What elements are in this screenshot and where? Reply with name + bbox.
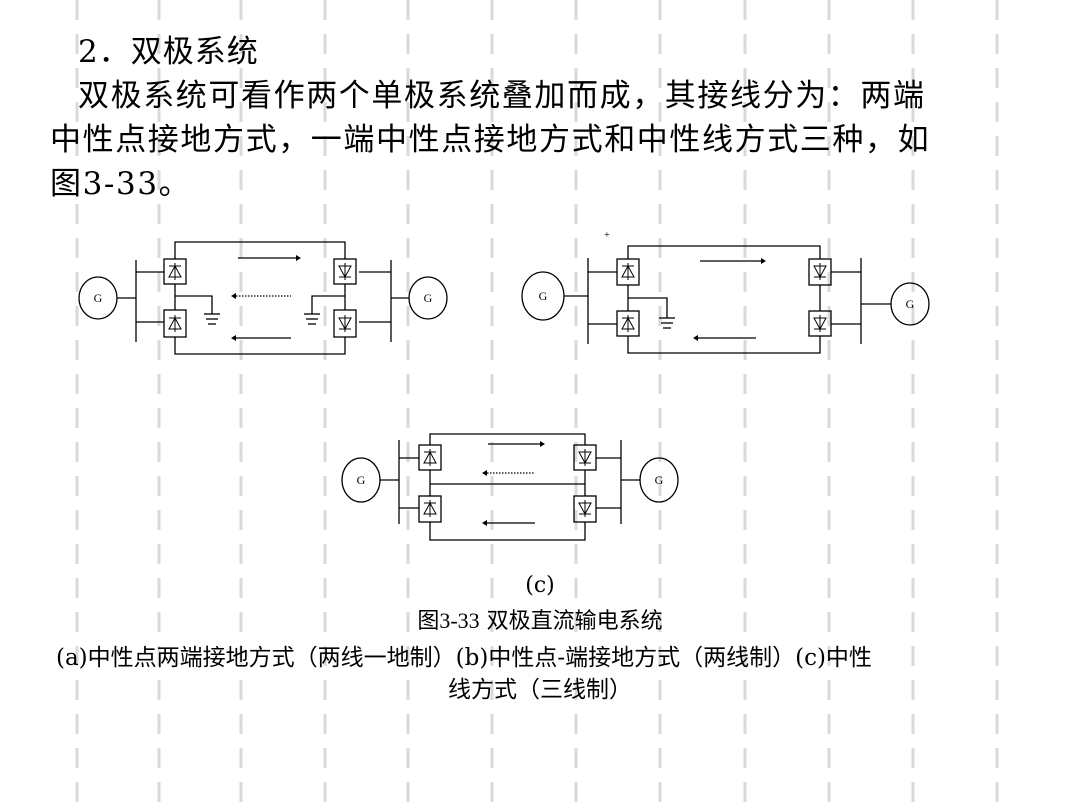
generator-label: G: [655, 473, 664, 487]
subfigure-label-c: (c): [525, 573, 555, 598]
paragraph-line-3: 图3-33。: [50, 166, 192, 202]
figure-caption-line-2: 线方式（三线制）: [448, 677, 632, 703]
paragraph-line-2: 中性点接地方式，一端中性点接地方式和中性线方式三种，如: [50, 122, 931, 158]
paragraph-line-1: 双极系统可看作两个单极系统叠加而成，其接线分为：两端: [78, 78, 926, 114]
generator-label: G: [357, 473, 366, 487]
figure-title: 图3-33 双极直流输电系统: [0, 603, 1080, 635]
figure-number: 图3-33: [417, 608, 480, 633]
generator-label: G: [906, 297, 915, 311]
plus-mark: +: [604, 230, 610, 241]
diagram-a-two-end-grounding: G G: [78, 241, 448, 355]
generator-label: G: [94, 291, 103, 305]
figure-title-text: 双极直流输电系统: [486, 609, 663, 634]
generator-label: G: [539, 289, 548, 303]
diagram-c-neutral-line: G G: [341, 433, 679, 541]
section-heading: 2．双极系统: [78, 34, 259, 70]
generator-label: G: [424, 291, 433, 305]
figure-caption-line-1: (a)中性点两端接地方式（两线一地制）(b)中性点-端接地方式（两线制）(c)中…: [56, 645, 872, 671]
diagram-b-one-end-grounding: + G G: [521, 230, 930, 354]
